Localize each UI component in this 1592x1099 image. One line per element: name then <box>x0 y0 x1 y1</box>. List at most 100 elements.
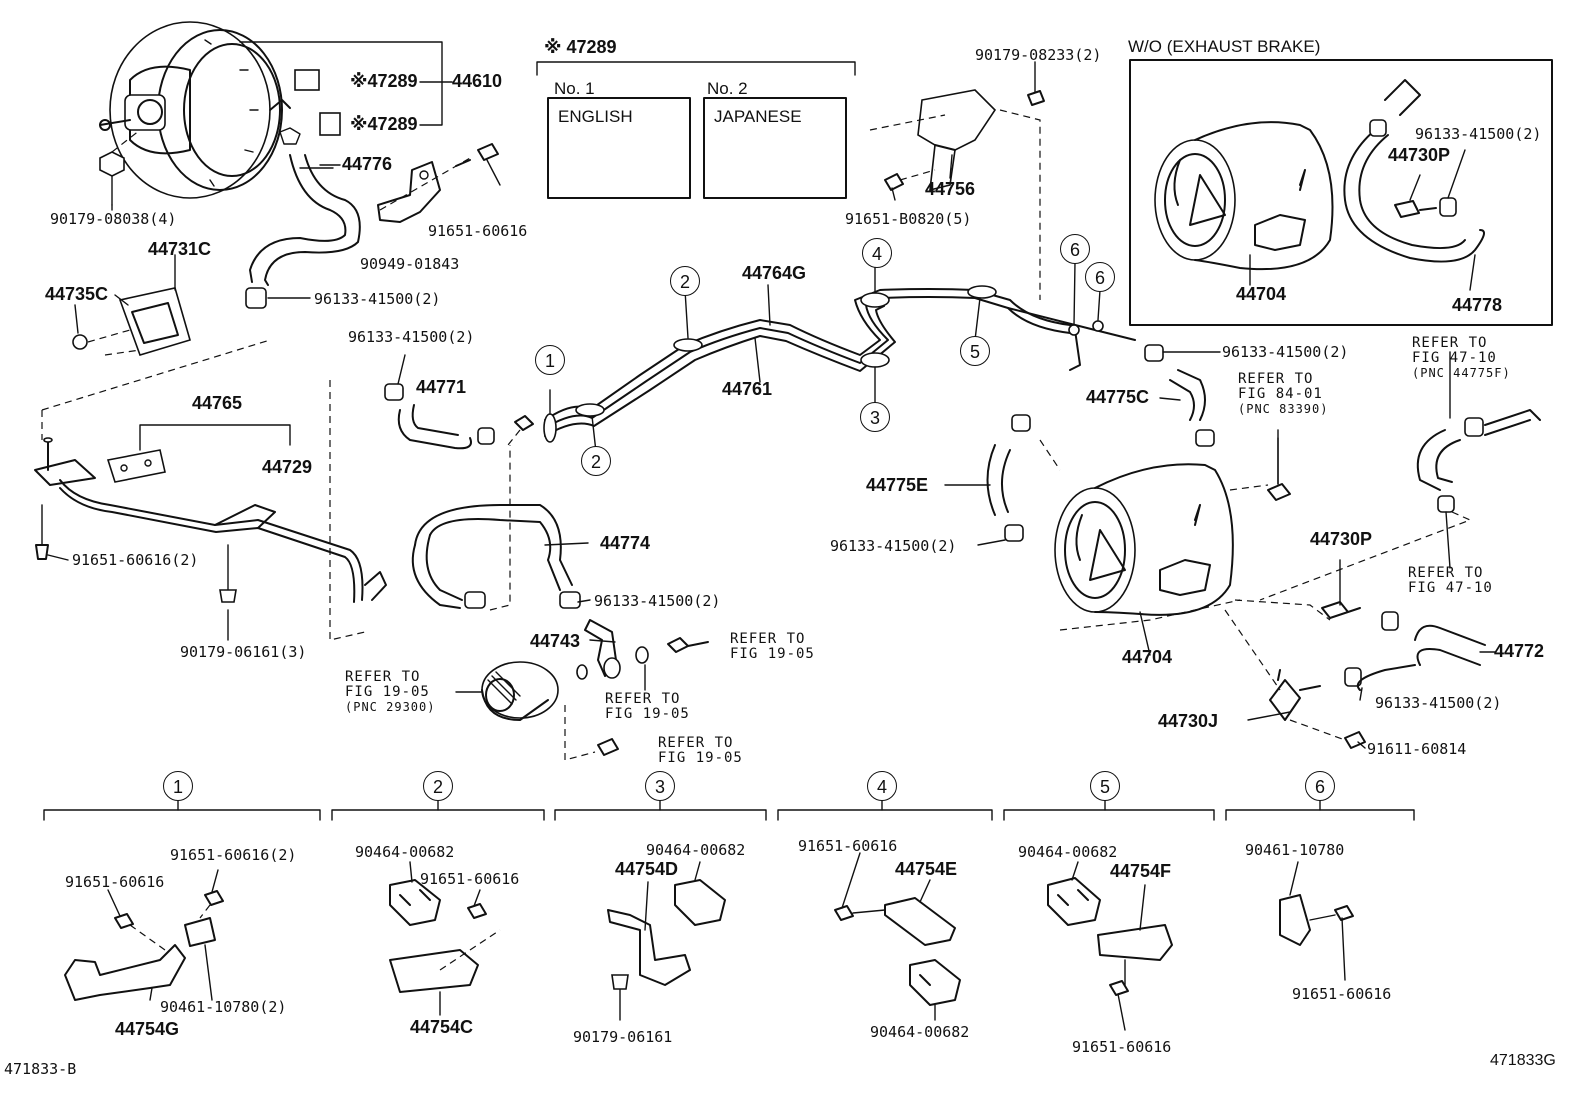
detail-group-3-drawing <box>607 879 726 990</box>
group-1-callout: 1 <box>163 771 193 801</box>
part-44743: 44743 <box>530 631 581 651</box>
figure-code-right: 471833G <box>1490 1052 1556 1069</box>
refer-line: FIG 47-10 <box>1412 350 1497 366</box>
g2-part-91651-60616: 91651-60616 <box>420 870 520 888</box>
part-44778: 44778 <box>1452 295 1503 315</box>
vacuum-pipe-drawing <box>34 339 387 641</box>
inset-tank-drawing <box>1154 79 1485 271</box>
part-44764g: 44764G <box>742 263 807 283</box>
part-44776: 44776 <box>342 154 393 174</box>
mark-label: ※ 47289 <box>544 37 617 57</box>
part-96133-d: 96133-41500(2) <box>1415 125 1542 143</box>
refer-line: REFER TO <box>658 735 734 751</box>
part-91651-b0820: 91651-B0820(5) <box>845 210 972 228</box>
refer-line: REFER TO <box>1412 335 1488 351</box>
g2-bracket-44754c: 44754C <box>410 1017 474 1037</box>
part-44761: 44761 <box>722 379 773 399</box>
part-44729: 44729 <box>262 457 313 477</box>
refer-line: REFER TO <box>605 691 681 707</box>
g1-part-91651-60616: 91651-60616 <box>65 873 165 891</box>
label-english: ENGLISH <box>558 107 633 126</box>
refer-line: REFER TO <box>345 669 421 685</box>
brake-line-drawing <box>507 285 1136 446</box>
label-no-1: No. 1 <box>554 79 595 98</box>
part-44704: 44704 <box>1122 647 1173 667</box>
callout-6-b: 6 <box>1085 262 1115 292</box>
refer-line: REFER TO <box>1408 565 1484 581</box>
part-44730j: 44730J <box>1158 711 1219 731</box>
g6-part-91651-60616: 91651-60616 <box>1292 985 1392 1003</box>
g5-part-91651-60616: 91651-60616 <box>1072 1038 1172 1056</box>
part-96133-e: 96133-41500(2) <box>1222 343 1349 361</box>
callout-2-lower: 2 <box>581 446 611 476</box>
part-44771: 44771 <box>416 377 467 397</box>
part-96133-g: 96133-41500(2) <box>1375 694 1502 712</box>
detail-group-5-drawing <box>1047 877 1173 996</box>
group-2-callout: 2 <box>423 771 453 801</box>
refer-line: (PNC 83390) <box>1238 402 1329 416</box>
g3-part-90464-00682: 90464-00682 <box>646 841 746 859</box>
part-96133-f: 96133-41500(2) <box>830 537 957 555</box>
callout-6-a: 6 <box>1060 234 1090 264</box>
refer-line: FIG 19-05 <box>605 706 690 722</box>
part-44775e: 44775E <box>866 475 929 495</box>
part-91651-60616-top: 91651-60616 <box>428 222 528 240</box>
part-44772: 44772 <box>1494 641 1545 661</box>
refer-line: REFER TO <box>1238 371 1314 387</box>
part-44775c: 44775C <box>1086 387 1150 407</box>
detail-group-4-drawing <box>834 897 961 1006</box>
g1-part-91651-60616-2: 91651-60616(2) <box>170 846 297 864</box>
part-44730p-inset: 44730P <box>1388 145 1451 165</box>
callout-5: 5 <box>960 336 990 366</box>
refer-19-05-b: REFER TO FIG 19-05 (PNC 29300) <box>345 670 435 715</box>
part-90179-06161-3: 90179-06161(3) <box>180 643 307 661</box>
part-47289-b: ※47289 <box>350 114 418 134</box>
g4-part-91651-60616: 91651-60616 <box>798 837 898 855</box>
part-44610: 44610 <box>452 71 503 91</box>
part-47289-a: ※47289 <box>350 71 418 91</box>
group-6-callout: 6 <box>1305 771 1335 801</box>
part-90179-08038: 90179-08038(4) <box>50 210 177 228</box>
refer-line: FIG 19-05 <box>658 750 743 766</box>
part-96133-b: 96133-41500(2) <box>348 328 475 346</box>
callout-4: 4 <box>862 238 892 268</box>
part-44731c: 44731C <box>148 239 212 259</box>
group-5-callout: 5 <box>1090 771 1120 801</box>
label-no-2: No. 2 <box>707 79 748 98</box>
group-3-callout: 3 <box>645 771 675 801</box>
part-44774: 44774 <box>600 533 651 553</box>
detail-group-2-drawing <box>389 879 501 1016</box>
refer-line: REFER TO <box>730 631 806 647</box>
figure-code-left: 471833-B <box>4 1060 77 1078</box>
refer-47-10-a: REFER TO FIG 47-10 (PNC 44775F) <box>1412 336 1511 381</box>
callout-3: 3 <box>860 402 890 432</box>
part-90949-01843: 90949-01843 <box>360 255 460 273</box>
refer-line: FIG 19-05 <box>730 646 815 662</box>
refer-19-05-d: REFER TO FIG 19-05 <box>658 736 743 766</box>
variant-box-title: W/O (EXHAUST BRAKE) <box>1128 37 1321 56</box>
g3-bracket-44754d: 44754D <box>615 859 679 879</box>
part-44735c: 44735C <box>45 284 109 304</box>
g1-bracket-44754g: 44754G <box>115 1019 180 1039</box>
refer-47-10-b: REFER TO FIG 47-10 <box>1408 566 1493 596</box>
detail-group-1-drawing <box>64 890 224 1001</box>
refer-line: (PNC 29300) <box>345 700 436 714</box>
refer-19-05-a: REFER TO FIG 19-05 <box>730 632 815 662</box>
part-44765: 44765 <box>192 393 243 413</box>
callout-1: 1 <box>535 345 565 375</box>
g1-part-90461-10780: 90461-10780(2) <box>160 998 287 1016</box>
brake-booster-drawing <box>99 21 453 206</box>
part-91611-60814: 91611-60814 <box>1367 740 1467 758</box>
refer-line: FIG 19-05 <box>345 684 430 700</box>
g2-part-90464-00682: 90464-00682 <box>355 843 455 861</box>
g3-part-90179-06161: 90179-06161 <box>573 1028 673 1046</box>
g6-part-90461-10780: 90461-10780 <box>1245 841 1345 859</box>
leader-lines <box>47 61 1496 1031</box>
part-90179-08233: 90179-08233(2) <box>975 46 1102 64</box>
g4-part-90464-00682: 90464-00682 <box>870 1023 970 1041</box>
part-91651-60616-2: 91651-60616(2) <box>72 551 199 569</box>
refer-line: FIG 84-01 <box>1238 386 1323 402</box>
callout-2-upper: 2 <box>670 266 700 296</box>
refer-84-01: REFER TO FIG 84-01 (PNC 83390) <box>1238 372 1328 417</box>
